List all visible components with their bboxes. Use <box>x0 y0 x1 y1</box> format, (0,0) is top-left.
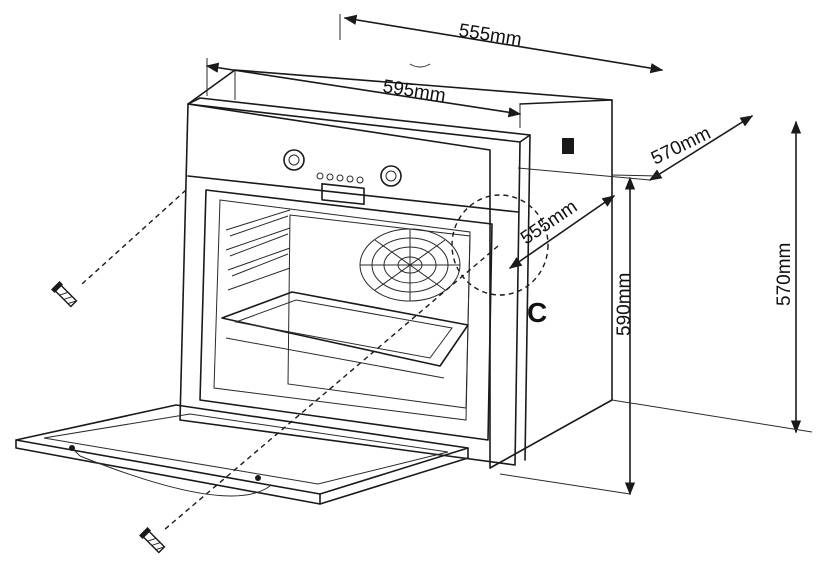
oven-door-open <box>15 404 469 505</box>
screw-bottom-icon <box>139 527 166 554</box>
dim-label-oven-width: 595mm <box>381 76 447 107</box>
baking-tray <box>221 291 469 379</box>
left-knob-icon <box>283 149 305 171</box>
oven-cavity <box>199 189 493 441</box>
dim-label-oven-depth: 570mm <box>648 123 714 170</box>
convection-fan-icon <box>359 228 461 302</box>
side-vent <box>562 138 574 154</box>
control-buttons <box>316 172 364 184</box>
dim-label-oven-height: 590mm <box>614 273 635 336</box>
screw-top-icon <box>51 281 78 308</box>
oven-front-frame <box>179 97 531 466</box>
right-knob-icon <box>380 165 402 187</box>
fixing-screws <box>51 189 499 554</box>
dim-label-cutout-height: 570mm <box>774 243 795 306</box>
control-panel <box>283 149 402 206</box>
display-screen <box>321 183 365 206</box>
dim-label-cutout-width: 555mm <box>457 20 523 51</box>
callout-c-label: C <box>527 297 547 328</box>
dimension-lines <box>205 14 813 496</box>
